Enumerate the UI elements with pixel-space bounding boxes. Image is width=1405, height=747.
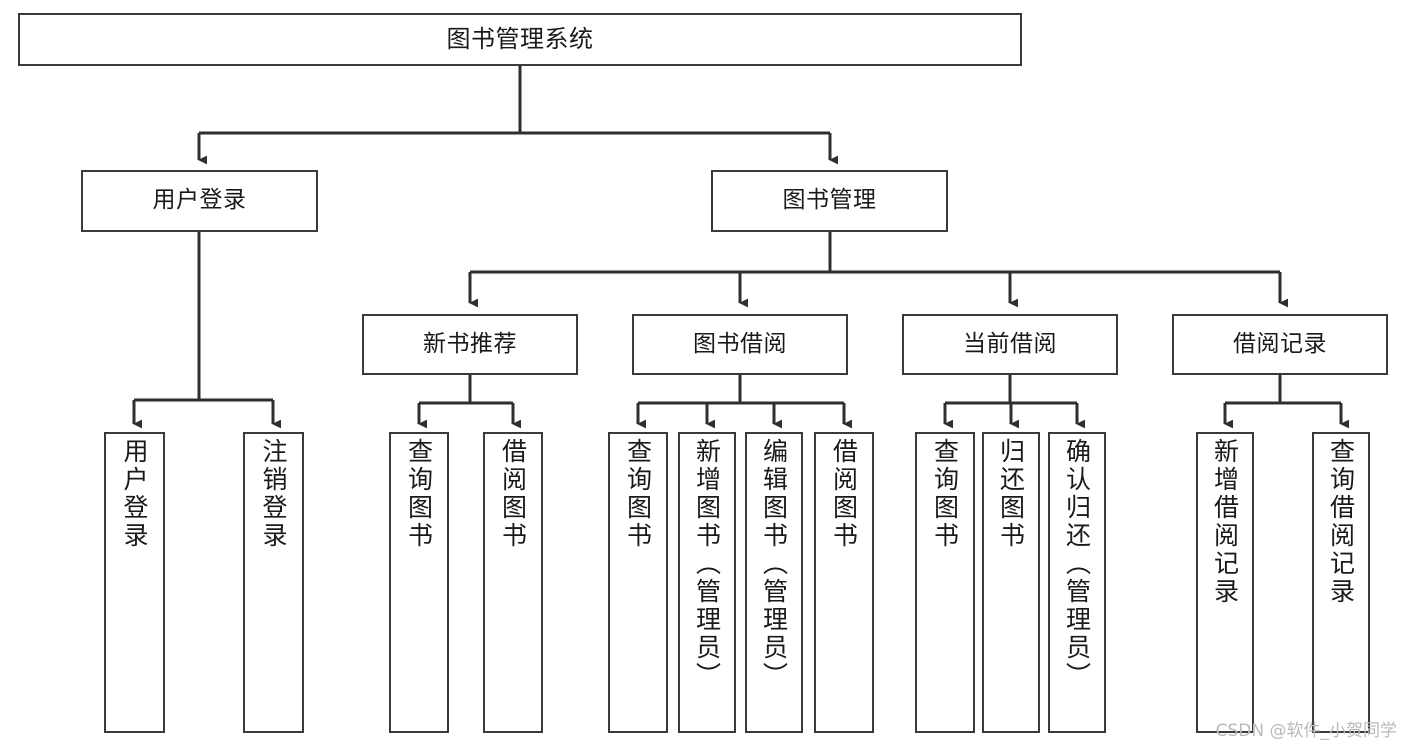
node-leaf-query-book-2[interactable]: 查询图书 xyxy=(608,432,668,733)
node-leaf-borrow-book-2-label: 借阅图书 xyxy=(829,438,859,550)
node-leaf-borrow-book-2[interactable]: 借阅图书 xyxy=(814,432,874,733)
node-user-login[interactable]: 用户登录 xyxy=(81,170,318,232)
node-leaf-query-book-3-label: 查询图书 xyxy=(930,438,960,550)
node-book-management-label: 图书管理 xyxy=(782,187,877,214)
node-book-borrow-label: 图书借阅 xyxy=(693,330,787,357)
node-leaf-query-book-1-label: 查询图书 xyxy=(404,438,434,550)
node-leaf-confirm-return-label: 确认归还（管理员） xyxy=(1062,438,1092,690)
node-leaf-logout[interactable]: 注销登录 xyxy=(243,432,304,733)
node-leaf-return-book[interactable]: 归还图书 xyxy=(982,432,1040,733)
node-leaf-add-record-label: 新增借阅记录 xyxy=(1210,438,1240,606)
csdn-watermark: CSDN @软件_小贺同学 xyxy=(1215,721,1397,741)
node-new-book-recommend-label: 新书推荐 xyxy=(423,330,517,357)
node-leaf-confirm-return[interactable]: 确认归还（管理员） xyxy=(1048,432,1106,733)
node-leaf-edit-book-label: 编辑图书（管理员） xyxy=(759,438,789,690)
node-leaf-query-book-1[interactable]: 查询图书 xyxy=(389,432,449,733)
node-leaf-query-record[interactable]: 查询借阅记录 xyxy=(1312,432,1370,733)
node-leaf-query-record-label: 查询借阅记录 xyxy=(1326,438,1356,606)
node-book-borrow[interactable]: 图书借阅 xyxy=(632,314,848,375)
node-borrow-record-label: 借阅记录 xyxy=(1233,330,1327,357)
node-leaf-edit-book[interactable]: 编辑图书（管理员） xyxy=(745,432,803,733)
node-leaf-borrow-book-1[interactable]: 借阅图书 xyxy=(483,432,543,733)
node-leaf-logout-label: 注销登录 xyxy=(259,438,288,550)
node-user-login-label: 用户登录 xyxy=(152,187,247,214)
node-book-management[interactable]: 图书管理 xyxy=(711,170,948,232)
node-current-borrow[interactable]: 当前借阅 xyxy=(902,314,1118,375)
node-root[interactable]: 图书管理系统 xyxy=(18,13,1022,66)
node-new-book-recommend[interactable]: 新书推荐 xyxy=(362,314,578,375)
node-leaf-query-book-3[interactable]: 查询图书 xyxy=(915,432,975,733)
node-borrow-record[interactable]: 借阅记录 xyxy=(1172,314,1388,375)
node-leaf-add-book[interactable]: 新增图书（管理员） xyxy=(678,432,736,733)
node-leaf-user-login[interactable]: 用户登录 xyxy=(104,432,165,733)
node-leaf-add-book-label: 新增图书（管理员） xyxy=(692,438,722,690)
node-root-label: 图书管理系统 xyxy=(446,25,594,54)
node-current-borrow-label: 当前借阅 xyxy=(963,330,1057,357)
node-leaf-borrow-book-1-label: 借阅图书 xyxy=(498,438,528,550)
node-leaf-return-book-label: 归还图书 xyxy=(996,438,1026,550)
node-leaf-user-login-label: 用户登录 xyxy=(120,438,149,550)
node-leaf-add-record[interactable]: 新增借阅记录 xyxy=(1196,432,1254,733)
node-leaf-query-book-2-label: 查询图书 xyxy=(623,438,653,550)
